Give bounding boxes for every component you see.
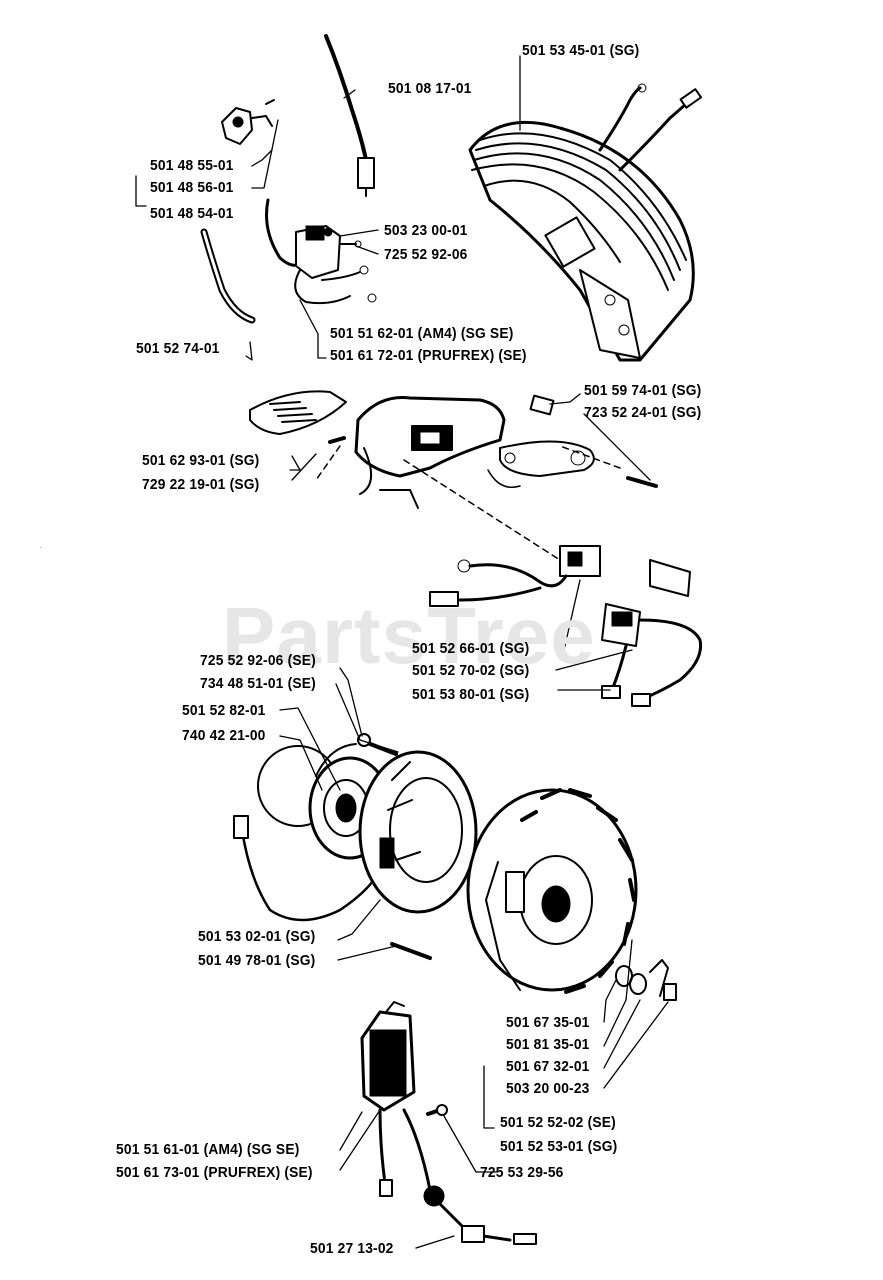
label-729-22-19-01: 729 22 19-01 (SG) — [142, 476, 260, 493]
ignition-coil — [468, 83, 703, 362]
label-734-48-51-01: 734 48 51-01 (SE) — [200, 675, 316, 692]
label-503-23-00-01: 503 23 00-01 — [384, 222, 468, 239]
flywheel-nut-washers — [615, 959, 677, 1001]
terminal-connector — [221, 99, 275, 145]
label-501-53-45-01: 501 53 45-01 (SG) — [522, 42, 640, 59]
label-501-52-74-01: 501 52 74-01 — [136, 340, 220, 357]
label-725-53-29-56: 725 53 29-56 — [480, 1164, 564, 1181]
hose — [200, 228, 256, 324]
label-740-42-21-00: 740 42 21-00 — [182, 727, 266, 744]
label-501-52-82-01: 501 52 82-01 — [182, 702, 266, 719]
ignition-switch — [265, 198, 377, 305]
label-501-27-13-02: 501 27 13-02 — [310, 1240, 394, 1257]
label-501-52-53-01: 501 52 53-01 (SG) — [500, 1138, 618, 1155]
label-501-49-78-01: 501 49 78-01 (SG) — [198, 952, 316, 969]
label-723-52-24-01: 723 52 24-01 (SG) — [584, 404, 702, 421]
label-501-61-73-01: 501 61 73-01 (PRUFREX) (SE) — [116, 1164, 313, 1181]
label-725-52-92-06: 725 52 92-06 — [384, 246, 468, 263]
label-501-67-32-01: 501 67 32-01 — [506, 1058, 590, 1075]
label-501-52-52-02: 501 52 52-02 (SE) — [500, 1114, 616, 1131]
svg-text:.: . — [40, 544, 42, 550]
watermark: PartsTree — [222, 591, 596, 680]
label-501-61-72-01: 501 61 72-01 (PRUFREX) (SE) — [330, 347, 527, 364]
label-501-51-62-01: 501 51 62-01 (AM4) (SG SE) — [330, 325, 514, 342]
screw-flywheel — [357, 733, 432, 960]
ignition-module — [360, 1001, 537, 1245]
cover-plate — [249, 390, 595, 509]
screws — [328, 394, 658, 488]
label-501-53-02-01: 501 53 02-01 (SG) — [198, 928, 316, 945]
spark-plug-lead — [324, 34, 375, 197]
label-501-48-55-01: 501 48 55-01 — [150, 157, 234, 174]
flywheel — [466, 788, 638, 994]
leader-lines — [135, 55, 669, 1249]
label-501-62-93-01: 501 62 93-01 (SG) — [142, 452, 260, 469]
label-501-48-56-01: 501 48 56-01 — [150, 179, 234, 196]
label-725-52-92-06-se: 725 52 92-06 (SE) — [200, 652, 316, 669]
label-501-59-74-01: 501 59 74-01 (SG) — [584, 382, 702, 399]
label-501-67-35-01: 501 67 35-01 — [506, 1014, 590, 1031]
leader-dashes — [315, 445, 621, 561]
stop-switch-bracket — [601, 559, 703, 707]
label-501-52-66-01: 501 52 66-01 (SG) — [412, 640, 530, 657]
ignition-lead-cable — [233, 815, 382, 922]
label-501-51-61-01: 501 51 61-01 (AM4) (SG SE) — [116, 1141, 300, 1158]
label-501-48-54-01: 501 48 54-01 — [150, 205, 234, 222]
label-501-52-70-02: 501 52 70-02 (SG) — [412, 662, 530, 679]
label-503-20-00-23: 503 20 00-23 — [506, 1080, 590, 1097]
switch-connector — [429, 545, 601, 607]
label-501-08-17-01: 501 08 17-01 — [388, 80, 472, 97]
fan-housing — [358, 750, 478, 914]
label-501-53-80-01: 501 53 80-01 (SG) — [412, 686, 530, 703]
label-501-81-35-01: 501 81 35-01 — [506, 1036, 590, 1053]
